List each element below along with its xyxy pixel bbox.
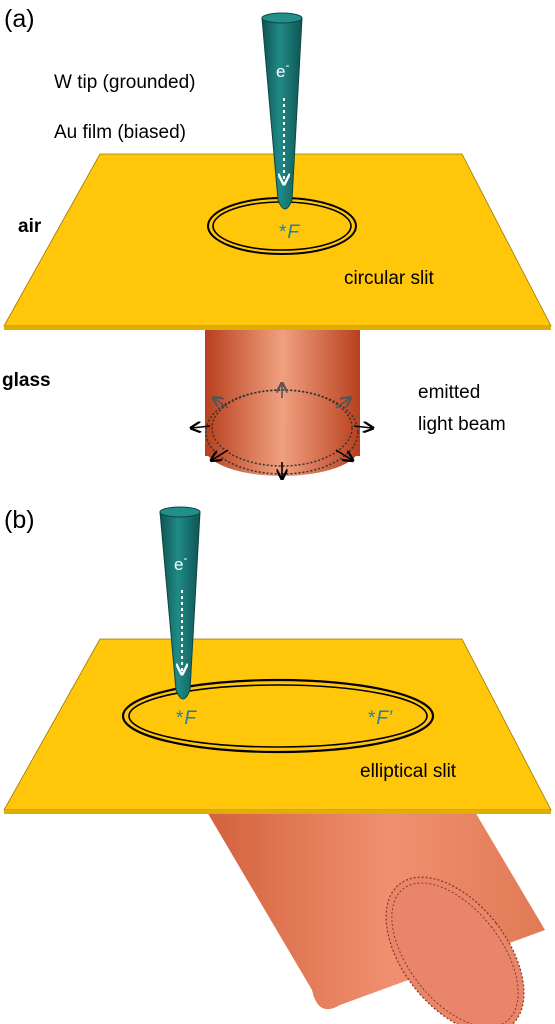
arrow-up-left: [214, 398, 229, 409]
emitted-light-beam-b: [200, 800, 545, 1024]
arrow-up-right: [335, 398, 350, 409]
elliptical-slit-label: elliptical slit: [360, 761, 457, 782]
electron-label-a: e-: [276, 58, 289, 81]
arrow-down-right: [335, 449, 352, 460]
arrow-right: [353, 426, 372, 428]
panel-b: (b) e- *F *F’ elliptical slit: [3, 506, 552, 1024]
panel-a-label: (a): [4, 5, 35, 33]
panel-b-label: (b): [4, 506, 35, 534]
electron-label-b: e-: [174, 551, 187, 574]
arrow-left: [192, 426, 211, 428]
beam-label-line2: light beam: [418, 414, 506, 435]
beam-label-line1: emitted: [418, 382, 480, 403]
glass-label: glass: [2, 370, 51, 391]
w-tip-a: e-: [261, 12, 303, 210]
w-tip-b: e-: [159, 506, 201, 700]
elliptical-slit-inner: [128, 684, 428, 748]
focus-a: *F: [279, 222, 300, 243]
elliptical-slit-outer: [121, 678, 435, 754]
tip-label: W tip (grounded): [54, 72, 196, 93]
arrow-down-left: [212, 449, 229, 460]
air-label: air: [18, 216, 42, 237]
gold-film-a: [3, 153, 552, 330]
panel-a: (a) W tip (grounded) Au film (biased): [2, 5, 552, 478]
focus-b-1: *F: [176, 708, 197, 729]
circular-slit-label: circular slit: [344, 268, 434, 289]
film-label: Au film (biased): [54, 122, 186, 143]
focus-b-2: *F’: [368, 708, 393, 729]
gold-film-b: [3, 638, 552, 814]
emitted-light-beam-a: [192, 316, 372, 478]
